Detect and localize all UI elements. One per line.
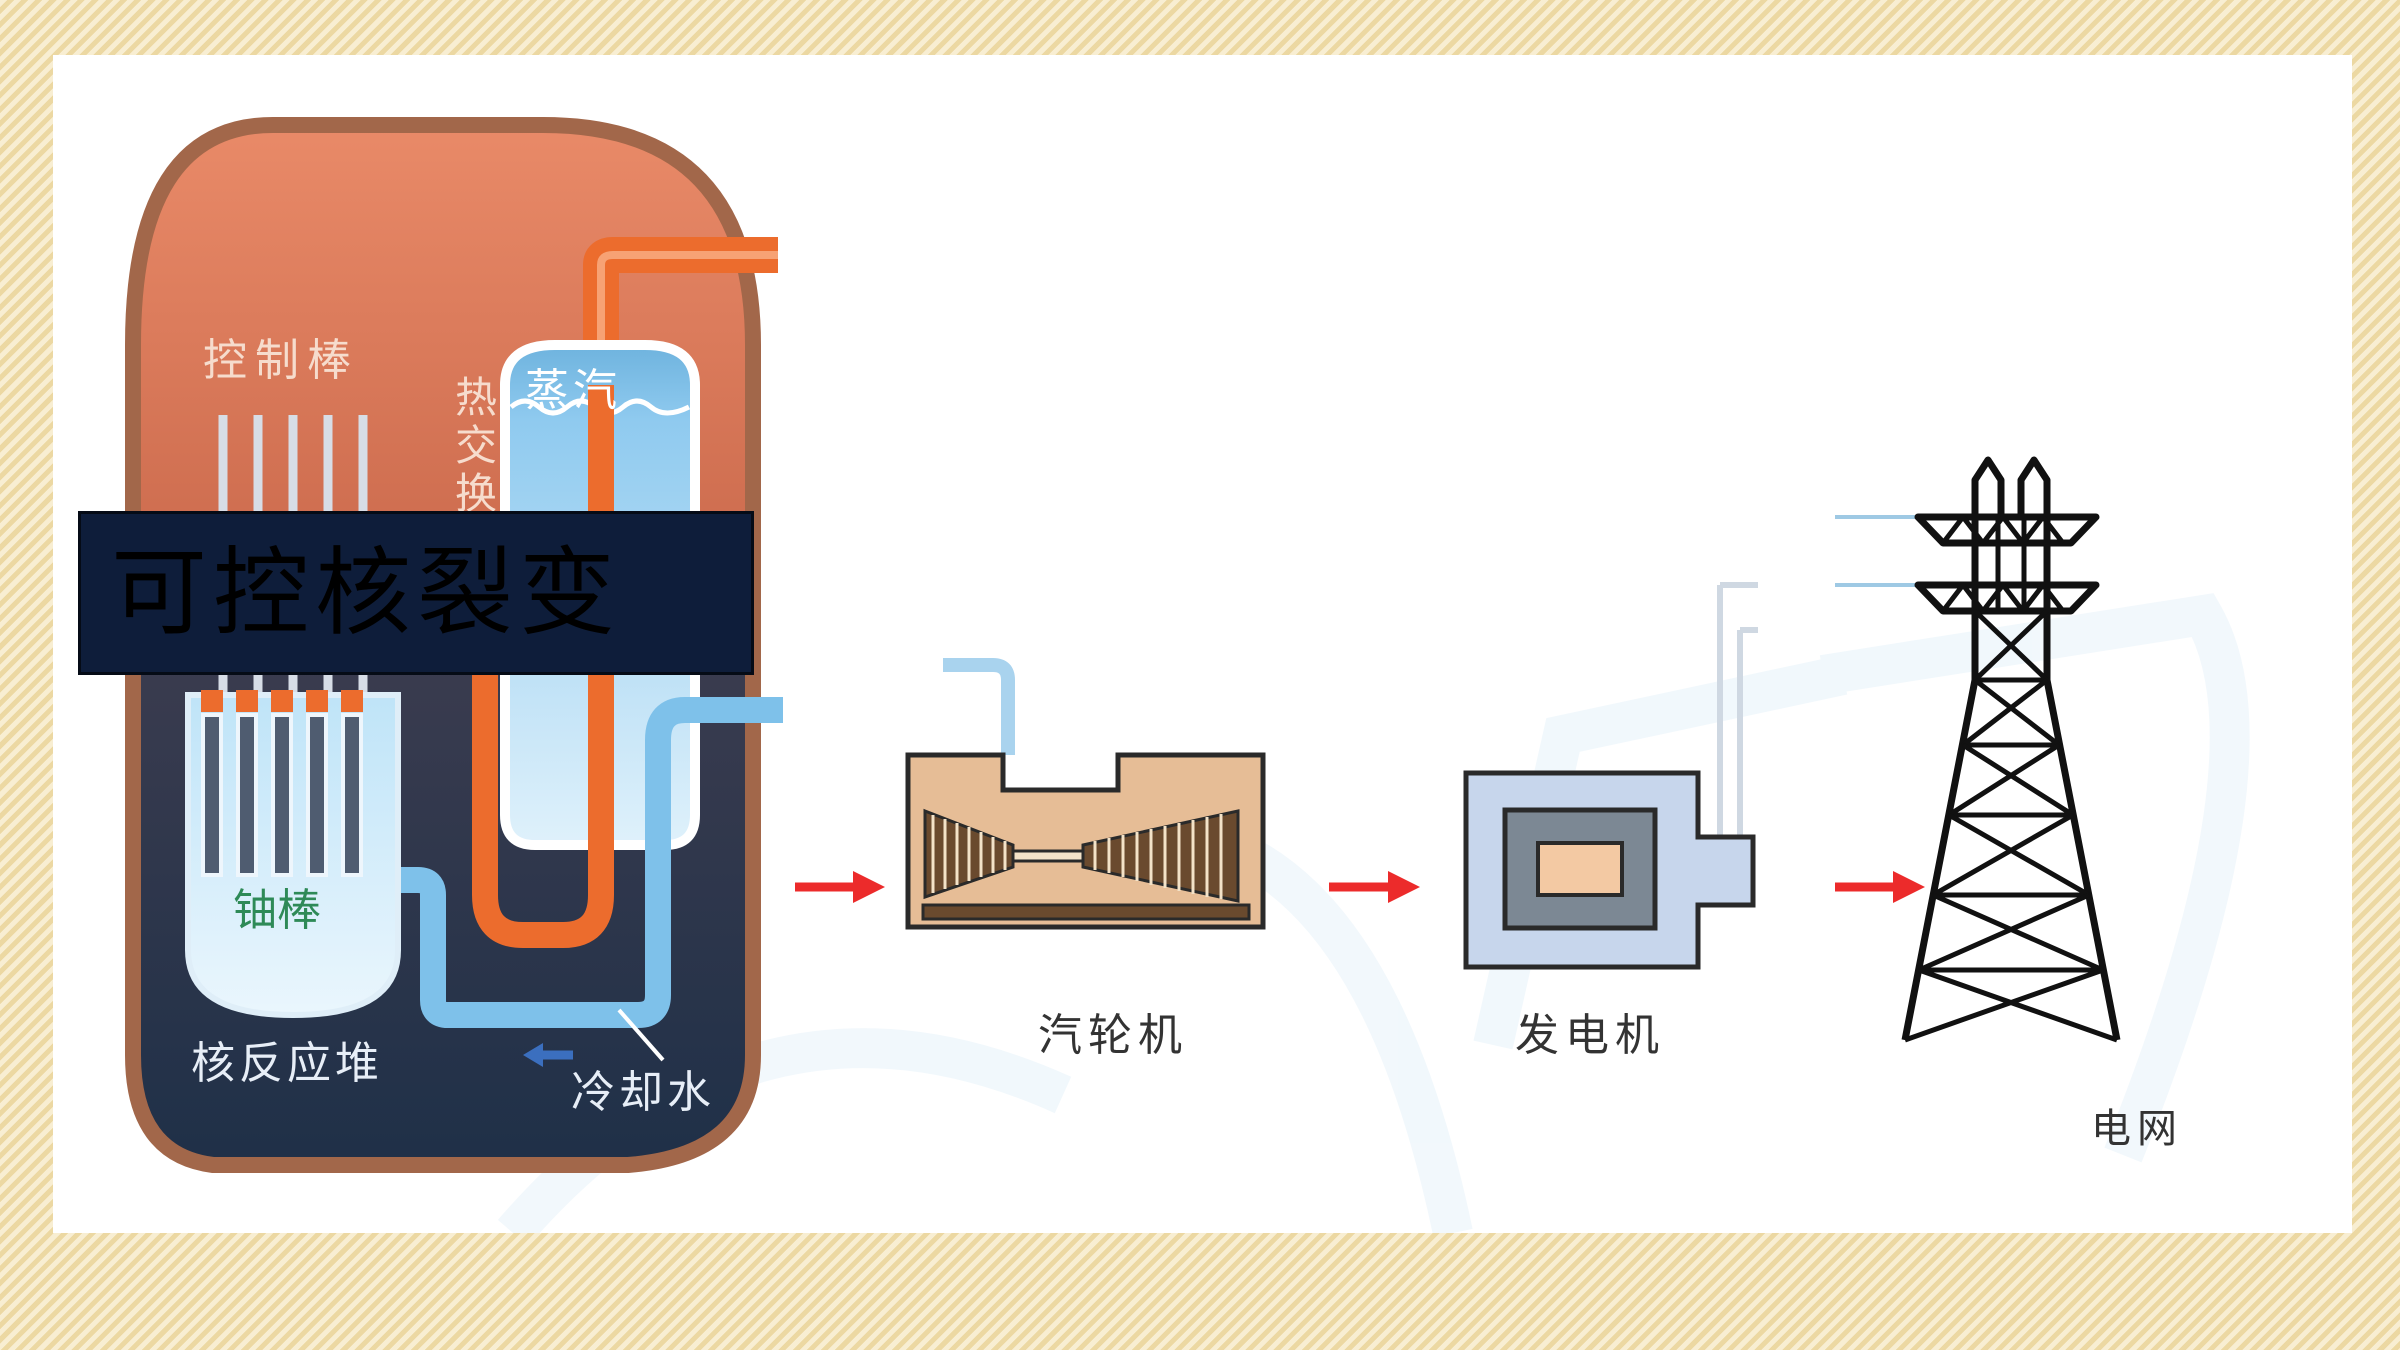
flow-arrow-1 [795, 871, 885, 903]
flow-arrow-2 [1329, 871, 1420, 903]
title-box: 可控核裂变 [78, 511, 754, 675]
generator-rotor [1536, 841, 1624, 897]
turbine-base [921, 903, 1251, 921]
cooling-water-label: 冷却水 [571, 1067, 715, 1118]
cooling-water-leader [617, 1008, 665, 1062]
uranium-rods-label: 铀棒 [233, 885, 321, 936]
uranium-rods [201, 713, 363, 877]
turbine-label: 汽轮机 [1038, 1010, 1188, 1061]
reactor-core [185, 690, 401, 1019]
coolant-inlet-pipe [378, 697, 783, 1028]
flow-arrow-3 [1835, 871, 1925, 903]
fuel-rod-heads [201, 690, 363, 712]
generator [1463, 582, 1758, 970]
control-rods-label: 控制棒 [203, 335, 359, 386]
turbine-rotor-left [923, 808, 1015, 900]
slide-title: 可控核裂变 [111, 537, 621, 649]
grid-label: 电网 [2091, 1106, 2183, 1152]
turbine-shaft [1011, 849, 1085, 863]
generator-label: 发电机 [1515, 1010, 1665, 1061]
steam-label: 蒸汽 [525, 365, 621, 416]
turbine [905, 658, 1266, 930]
power-grid-tower [1835, 456, 2121, 1043]
nuclear-power-diagram: 控制棒 热交换 蒸汽 铀棒 核反应堆 冷却水 [125, 117, 2250, 1233]
turbine-rotor-right [1081, 809, 1240, 903]
coolant-flow-arrow [523, 1043, 573, 1067]
steam-outlet-pipe [583, 237, 778, 385]
reactor-core-label: 核反应堆 [191, 1038, 383, 1089]
diagram-frame: 控制棒 热交换 蒸汽 铀棒 核反应堆 冷却水 [53, 55, 2352, 1233]
heat-exchanger-label: 热交换 [449, 375, 498, 519]
